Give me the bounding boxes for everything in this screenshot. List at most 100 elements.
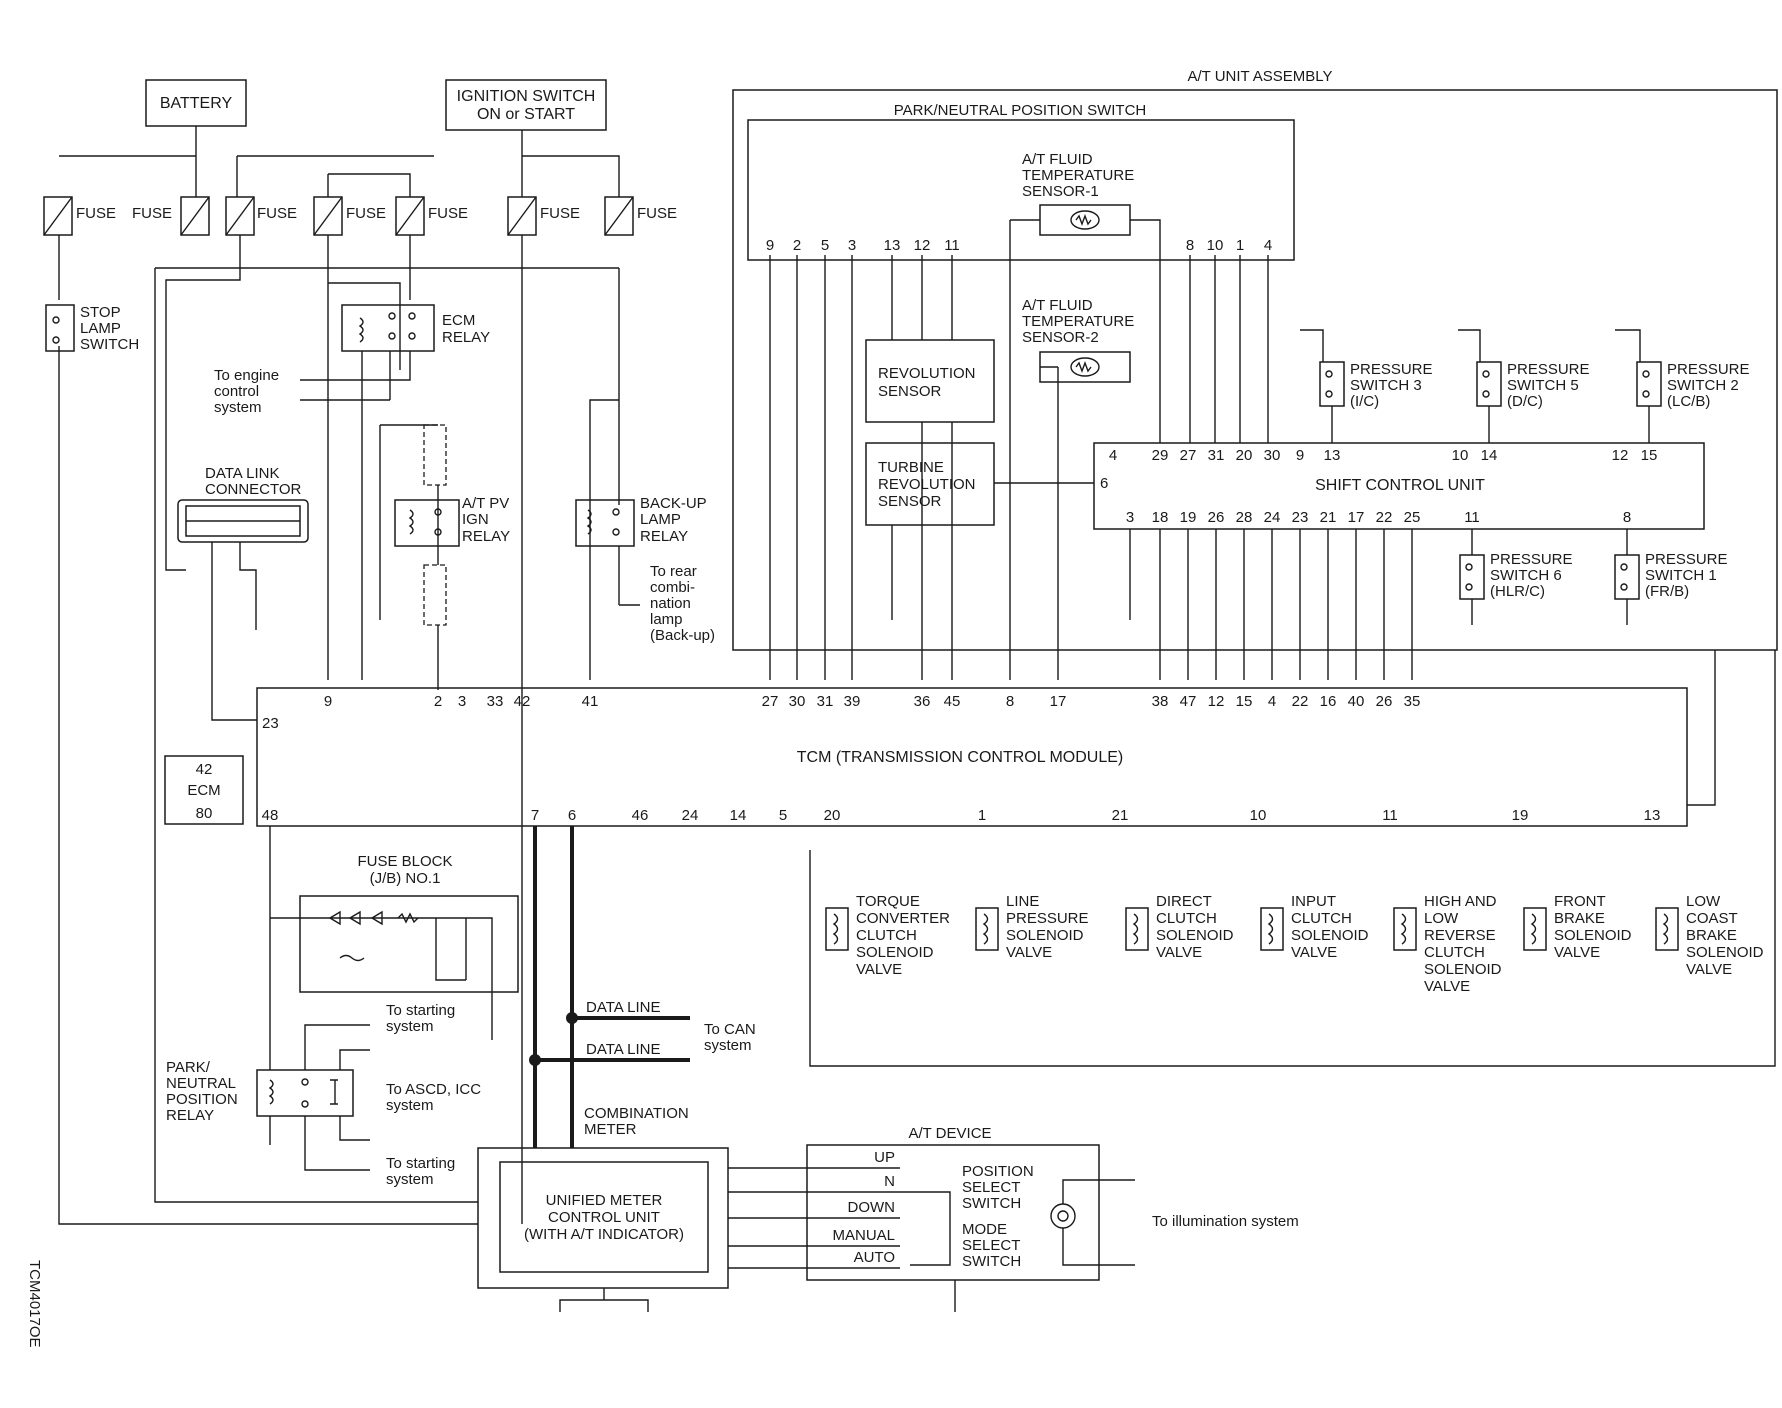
backup-l3: RELAY <box>640 528 688 545</box>
solenoid-coil <box>1400 913 1407 945</box>
tcm-pin: 14 <box>730 807 747 824</box>
ignition-label-2: ON or START <box>477 106 575 123</box>
fuse-label-3: FUSE <box>257 205 297 222</box>
tcm-pin: 47 <box>1180 693 1197 710</box>
solenoid-label: SOLENOID <box>856 944 934 961</box>
ft2-l3: SENSOR-2 <box>1022 329 1099 346</box>
tcm-label: TCM (TRANSMISSION CONTROL MODULE) <box>797 749 1124 766</box>
ecm-pin-42: 42 <box>196 761 213 778</box>
ps5-l3: (D/C) <box>1507 393 1543 410</box>
revolution-sensor: REVOLUTION SENSOR <box>865 339 995 423</box>
at-pv-ign-relay: A/T PV IGN RELAY <box>394 424 510 626</box>
pnp-pin: 2 <box>793 237 801 254</box>
solenoid-label: INPUT <box>1291 893 1336 910</box>
pss-l1: POSITION <box>962 1163 1034 1180</box>
ft2-l1: A/T FLUID <box>1022 297 1093 314</box>
solenoid-label: CONVERTER <box>856 910 950 927</box>
tcm-module: TCM (TRANSMISSION CONTROL MODULE) 23 <box>256 687 1688 827</box>
solenoid-label: VALVE <box>856 961 902 978</box>
tcm-pin: 3 <box>458 693 466 710</box>
pnp-pin: 9 <box>766 237 774 254</box>
rear-l1: To rear <box>650 563 697 580</box>
solenoid-coil <box>1662 913 1669 945</box>
battery-box: BATTERY <box>145 79 247 127</box>
tcm-pin-23: 23 <box>262 715 279 732</box>
tcm-pin: 11 <box>1382 807 1398 824</box>
pressure-switch-6: PRESSURE SWITCH 6 (HLR/C) <box>1459 551 1573 600</box>
unified-l3: (WITH A/T INDICATOR) <box>524 1226 684 1243</box>
tcm-pin: 7 <box>531 807 539 824</box>
scu-pin: 21 <box>1320 509 1337 526</box>
fuse-label-2: FUSE <box>132 205 172 222</box>
scu-pin: 13 <box>1324 447 1341 464</box>
pnp-pin: 5 <box>821 237 829 254</box>
solenoid-label: VALVE <box>1554 944 1600 961</box>
scu-pin: 19 <box>1180 509 1197 526</box>
solenoid-label: CLUTCH <box>856 927 917 944</box>
fuse-label-5: FUSE <box>428 205 468 222</box>
fuse-block-l1: FUSE BLOCK <box>357 853 452 870</box>
solenoid-label: TORQUE <box>856 893 920 910</box>
fuse-label-7: FUSE <box>637 205 677 222</box>
tcm-pin: 41 <box>582 693 599 710</box>
mss-l2: SELECT <box>962 1237 1020 1254</box>
ps5-l1: PRESSURE <box>1507 361 1590 378</box>
start-2-l2: system <box>386 1171 434 1188</box>
at-pv-l2: IGN <box>462 511 489 528</box>
ps2-l3: (LC/B) <box>1667 393 1710 410</box>
scu-label: SHIFT CONTROL UNIT <box>1315 477 1485 494</box>
data-line-2: DATA LINE <box>586 1041 660 1058</box>
solenoid-label: REVERSE <box>1424 927 1496 944</box>
ps1-l1: PRESSURE <box>1645 551 1728 568</box>
at-device-title: A/T DEVICE <box>908 1125 991 1142</box>
tcm-pin: 20 <box>824 807 841 824</box>
solenoid-box <box>1393 907 1417 951</box>
stop-lamp-l2: LAMP <box>80 320 121 337</box>
tcm-pin: 19 <box>1512 807 1529 824</box>
solenoid-label: SOLENOID <box>1554 927 1632 944</box>
combo-l1: COMBINATION <box>584 1105 689 1122</box>
tcm-pin: 9 <box>324 693 332 710</box>
ps3-l2: SWITCH 3 <box>1350 377 1422 394</box>
tcm-pin: 30 <box>789 693 806 710</box>
solenoid-valves: TORQUECONVERTERCLUTCHSOLENOIDVALVELINEPR… <box>825 893 1764 995</box>
fuse-label-1: FUSE <box>76 205 116 222</box>
tcm-pin: 39 <box>844 693 861 710</box>
tcm-pin: 35 <box>1404 693 1421 710</box>
tcm-pin: 17 <box>1050 693 1067 710</box>
at-unit-assembly: A/T UNIT ASSEMBLY PARK/NEUTRAL POSITION … <box>732 68 1778 651</box>
to-engine-l3: system <box>214 399 262 416</box>
scu-pin: 31 <box>1208 447 1225 464</box>
solenoid-box <box>825 907 849 951</box>
scu-pin: 23 <box>1292 509 1309 526</box>
solenoid-coil <box>1132 913 1139 945</box>
scu-pin: 11 <box>1464 509 1480 526</box>
solenoid-label: FRONT <box>1554 893 1606 910</box>
solenoid-label: VALVE <box>1686 961 1732 978</box>
ps1-l3: (FR/B) <box>1645 583 1689 600</box>
solenoid-label: SOLENOID <box>1686 944 1764 961</box>
illum-label: To illumination system <box>1152 1213 1299 1230</box>
tcm-pin: 6 <box>568 807 576 824</box>
to-engine-l2: control <box>214 383 259 400</box>
ft1-l2: TEMPERATURE <box>1022 167 1134 184</box>
rev-l2: SENSOR <box>878 383 942 400</box>
solenoid-box <box>1655 907 1679 951</box>
solenoid-coil <box>982 913 989 945</box>
pnp-pin: 13 <box>884 237 901 254</box>
tcm-pin: 12 <box>1208 693 1225 710</box>
solenoid-label: BRAKE <box>1554 910 1605 927</box>
ignition-switch-box: IGNITION SWITCH ON or START <box>445 79 607 131</box>
pos-n: N <box>884 1173 895 1190</box>
dlc-l1: DATA LINK <box>205 465 279 482</box>
ft2-l2: TEMPERATURE <box>1022 313 1134 330</box>
solenoid-box <box>1260 907 1284 951</box>
pnp-pin: 3 <box>848 237 856 254</box>
solenoid-coil <box>832 913 839 945</box>
pressure-switch-5: PRESSURE SWITCH 5 (D/C) <box>1476 361 1590 410</box>
